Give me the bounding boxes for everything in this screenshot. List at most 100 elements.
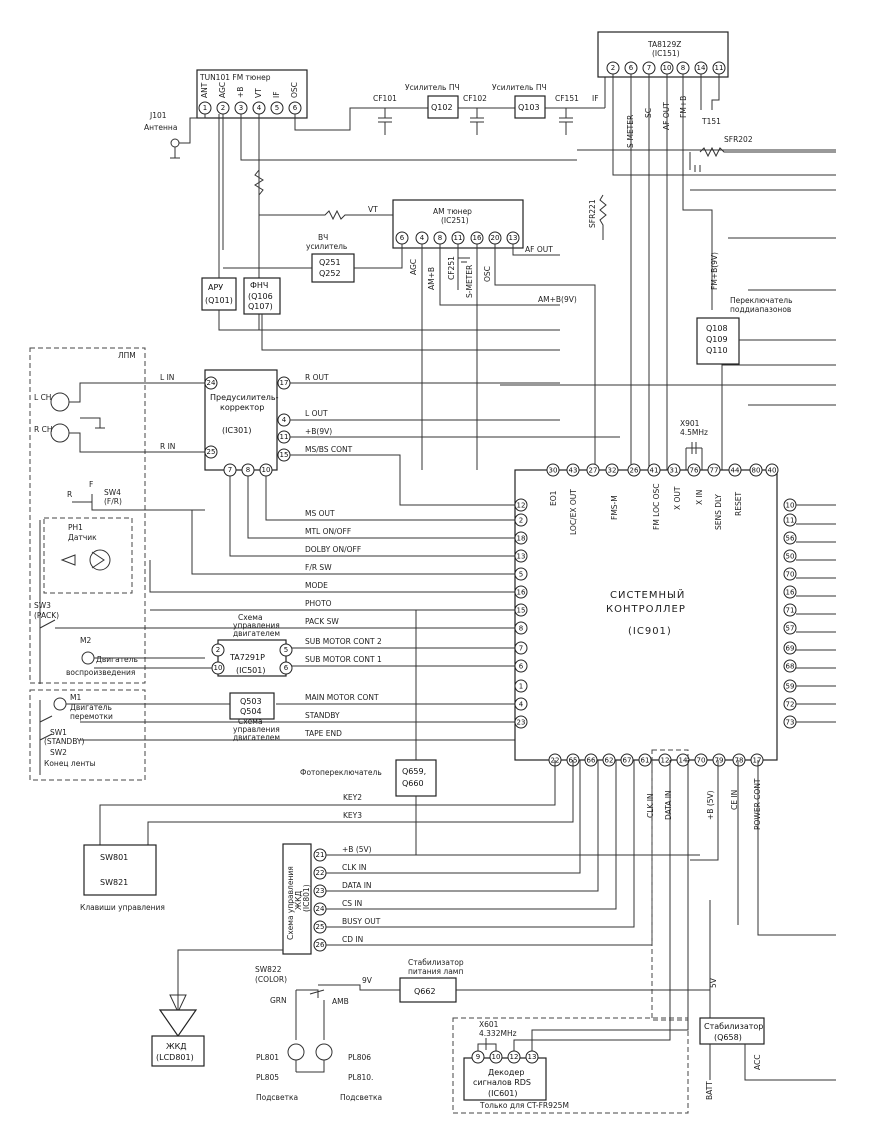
svg-text:24: 24 bbox=[207, 379, 216, 387]
ic901-pin-number: 80 bbox=[752, 467, 761, 475]
svg-text:R OUT: R OUT bbox=[305, 373, 329, 382]
ic901-pin bbox=[620, 753, 634, 767]
svg-text:RESET: RESET bbox=[734, 492, 743, 516]
svg-text:4.332MHz: 4.332MHz bbox=[479, 1029, 517, 1038]
ic901-pin-number: 41 bbox=[650, 467, 659, 475]
svg-text:23: 23 bbox=[316, 887, 325, 895]
ic901-pin bbox=[676, 753, 690, 767]
svg-text:+B: +B bbox=[236, 87, 245, 98]
svg-text:Усилитель ПЧ: Усилитель ПЧ bbox=[492, 83, 547, 92]
svg-text:R IN: R IN bbox=[160, 442, 175, 451]
ic901-pin-number: 70 bbox=[697, 757, 706, 765]
svg-text:Q108: Q108 bbox=[706, 324, 728, 333]
antenna-jack: J101 Антенна bbox=[144, 111, 206, 159]
svg-text:Подсветка: Подсветка bbox=[340, 1093, 382, 1102]
ic901-pin-number: 56 bbox=[786, 535, 795, 543]
svg-text:7: 7 bbox=[647, 64, 651, 72]
svg-text:PL810.: PL810. bbox=[348, 1073, 373, 1082]
svg-text:(IC801): (IC801) bbox=[302, 884, 311, 912]
ic901-pin-number: 79 bbox=[715, 757, 724, 765]
svg-text:Q504: Q504 bbox=[240, 707, 262, 716]
svg-text:LOC/EX OUT: LOC/EX OUT bbox=[569, 489, 578, 535]
svg-text:S-METER: S-METER bbox=[465, 265, 474, 298]
ic901-pin-number: 13 bbox=[517, 553, 526, 561]
svg-text:EO1: EO1 bbox=[549, 490, 558, 506]
svg-text:8: 8 bbox=[438, 234, 442, 242]
svg-text:STANDBY: STANDBY bbox=[305, 711, 340, 720]
ic901-pin bbox=[514, 641, 528, 655]
svg-text:5: 5 bbox=[275, 104, 279, 112]
ic901-pin bbox=[783, 641, 797, 655]
ic901-pin bbox=[627, 463, 641, 477]
svg-text:CF251: CF251 bbox=[447, 256, 456, 280]
svg-text:CF151: CF151 bbox=[555, 94, 579, 103]
svg-text:20: 20 bbox=[491, 234, 500, 242]
lcd-block: ЖКД (LCD801) bbox=[151, 1009, 205, 1067]
lpf-block: ФНЧ (Q106 Q107) bbox=[218, 169, 560, 351]
photo-switch-block: Фотопереключатель Q659, Q660 bbox=[300, 610, 437, 855]
ic901-pin-number: 14 bbox=[679, 757, 688, 765]
svg-text:5V: 5V bbox=[709, 977, 718, 988]
svg-text:SW4: SW4 bbox=[104, 488, 121, 497]
ic901-pin-number: 72 bbox=[786, 701, 795, 709]
right-bus bbox=[690, 504, 836, 936]
svg-text:22: 22 bbox=[316, 869, 325, 877]
lamp-block: SW822 (COLOR) GRN AMB PL801 PL805 PL806 … bbox=[255, 958, 710, 1102]
svg-text:6: 6 bbox=[400, 234, 405, 242]
antenna-ref: J101 bbox=[149, 111, 167, 120]
svg-text:ФНЧ: ФНЧ bbox=[250, 281, 268, 290]
svg-text:BATT: BATT bbox=[705, 1081, 714, 1100]
svg-text:(IC601): (IC601) bbox=[488, 1089, 517, 1098]
svg-text:DATA IN: DATA IN bbox=[342, 881, 372, 890]
svg-text:15: 15 bbox=[280, 451, 289, 459]
svg-text:(IC501): (IC501) bbox=[236, 666, 265, 675]
svg-text:корректор: корректор bbox=[220, 403, 264, 412]
ic901-pin bbox=[783, 585, 797, 599]
svg-text:(Q106: (Q106 bbox=[248, 292, 273, 301]
ic901-pin-number: 6 bbox=[519, 663, 524, 671]
ic151-block: TA8129Z (IC151) 2 6 7 10 8 14 11 S-METER… bbox=[597, 31, 836, 172]
svg-text:10: 10 bbox=[663, 64, 672, 72]
ic901-pin bbox=[732, 753, 746, 767]
svg-text:IF: IF bbox=[592, 94, 599, 103]
svg-text:M1: M1 bbox=[70, 693, 81, 702]
ic901-pin-number: 10 bbox=[786, 502, 795, 510]
svg-text:8: 8 bbox=[246, 466, 250, 474]
svg-text:11: 11 bbox=[280, 433, 289, 441]
ic901-pin bbox=[514, 715, 528, 729]
ic901-pin-number: 17 bbox=[753, 757, 762, 765]
ic901-pin bbox=[514, 621, 528, 635]
svg-text:(Q658): (Q658) bbox=[714, 1033, 742, 1042]
ic901-pin bbox=[566, 463, 580, 477]
svg-text:6: 6 bbox=[629, 64, 634, 72]
svg-text:питания ламп: питания ламп bbox=[408, 967, 463, 976]
svg-text:5: 5 bbox=[284, 646, 288, 654]
ic901-pin bbox=[514, 659, 528, 673]
svg-text:Q251: Q251 bbox=[319, 258, 341, 267]
svg-text:3: 3 bbox=[239, 104, 243, 112]
svg-text:TA7291P: TA7291P bbox=[229, 653, 265, 662]
svg-text:SFR202: SFR202 bbox=[724, 135, 753, 144]
svg-text:ACC: ACC bbox=[753, 1055, 762, 1070]
ic901-pin bbox=[546, 463, 560, 477]
svg-text:SW821: SW821 bbox=[100, 878, 128, 887]
svg-text:T151: T151 bbox=[701, 117, 721, 126]
ic901-pin-number: 66 bbox=[587, 757, 596, 765]
ic901-pin bbox=[667, 463, 681, 477]
power-stab-block: Стабилизатор (Q658) 5V BATT ACC bbox=[699, 900, 836, 1100]
svg-text:Q660: Q660 bbox=[402, 779, 424, 788]
svg-text:усилитель: усилитель bbox=[306, 242, 347, 251]
ic901-pin-number: 16 bbox=[786, 589, 795, 597]
svg-text:TAPE END: TAPE END bbox=[304, 729, 342, 738]
svg-text:Q103: Q103 bbox=[518, 103, 540, 112]
ic901-pin bbox=[605, 463, 619, 477]
svg-text:X601: X601 bbox=[479, 1020, 499, 1029]
ic901-pin-number: 62 bbox=[605, 757, 614, 765]
svg-text:10: 10 bbox=[492, 1053, 501, 1061]
svg-text:R CH: R CH bbox=[34, 425, 52, 434]
ic901-pin bbox=[749, 463, 763, 477]
ic901-pin bbox=[584, 753, 598, 767]
ic901-pin bbox=[602, 753, 616, 767]
svg-text:CF102: CF102 bbox=[463, 94, 487, 103]
